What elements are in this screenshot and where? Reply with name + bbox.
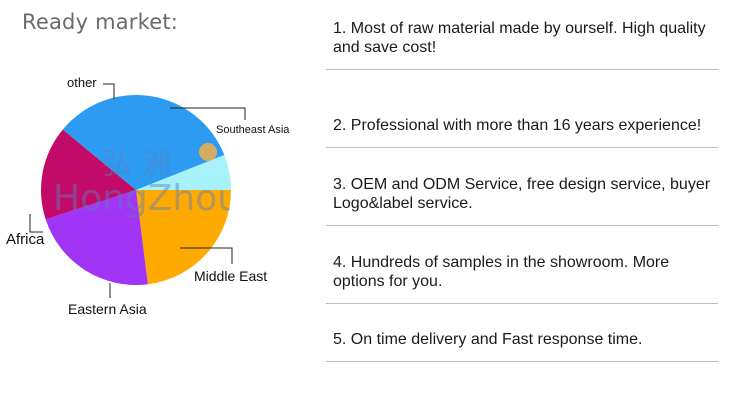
- feature-text: 3. OEM and ODM Service, free design serv…: [333, 176, 711, 212]
- feature-text: 2. Professional with more than 16 years …: [333, 117, 702, 134]
- slice-label-eastern-asia: Eastern Asia: [68, 301, 147, 317]
- pie-chart-svg: [29, 83, 246, 298]
- feature-item: 5. On time delivery and Fast response ti…: [326, 303, 718, 362]
- feature-text: 1. Most of raw material made by ourself.…: [333, 20, 706, 56]
- slice-label-middle-east: Middle East: [194, 268, 268, 284]
- pie-slice-eastern-asia: [40, 129, 136, 220]
- slice-label-southeast-asia: Southeast Asia: [216, 124, 290, 136]
- leader-line-southeast-asia: [170, 107, 246, 120]
- slice-label-other: other: [67, 75, 97, 90]
- pie-slice-middle-east: [45, 190, 148, 285]
- pie-slice-other: [136, 155, 231, 190]
- feature-text: 5. On time delivery and Fast response ti…: [333, 331, 643, 348]
- page-title: Ready market:: [22, 10, 179, 34]
- leader-line-middle-east: [180, 247, 233, 264]
- pie-slice-southeast-asia: [136, 190, 231, 285]
- leader-line-other: [103, 83, 115, 99]
- feature-item: 4. Hundreds of samples in the showroom. …: [326, 225, 718, 304]
- slice-label-africa: Africa: [6, 231, 45, 248]
- feature-item: 2. Professional with more than 16 years …: [326, 69, 718, 148]
- feature-item: 1. Most of raw material made by ourself.…: [326, 0, 718, 70]
- pie-chart: other Southeast Asia Middle East Eastern…: [0, 0, 330, 403]
- pie-slice-africa: [62, 94, 225, 190]
- leader-line-africa: [29, 214, 43, 233]
- feature-text: 4. Hundreds of samples in the showroom. …: [333, 254, 670, 290]
- feature-item: 3. OEM and ODM Service, free design serv…: [326, 147, 718, 226]
